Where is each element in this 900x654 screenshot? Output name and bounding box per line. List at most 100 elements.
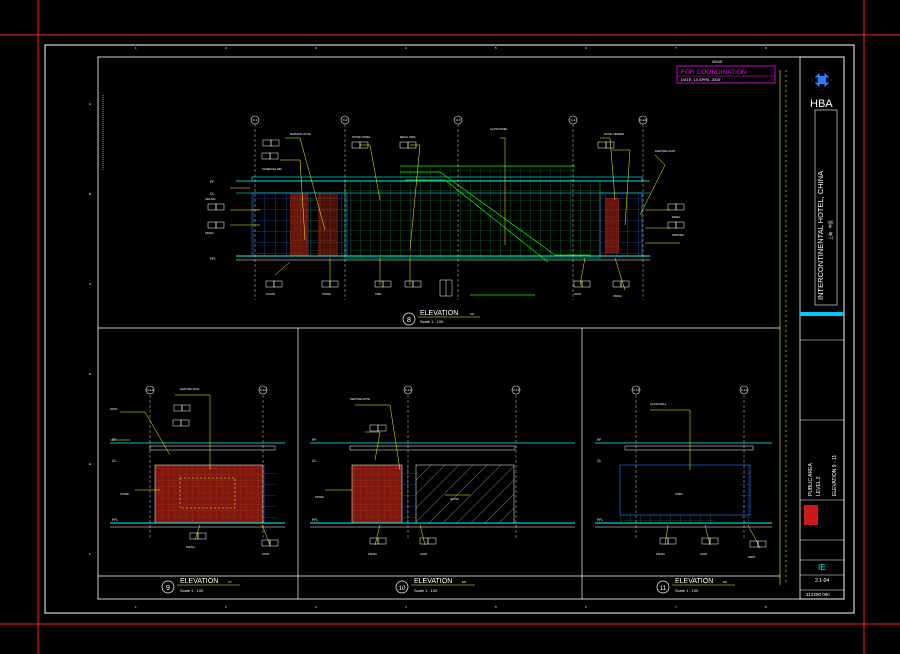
- svg-text:FF: FF: [112, 438, 116, 442]
- svg-text:3: 3: [315, 605, 317, 609]
- svg-text:V7: V7: [228, 580, 232, 584]
- svg-text:JOINT: JOINT: [574, 292, 582, 296]
- svg-text:Scale 1 : 100: Scale 1 : 100: [180, 588, 204, 593]
- elevation-8: MATERIAL NOTE SCHEDULE REF STONE FINISH …: [205, 115, 685, 326]
- grid-markers-main: [250, 115, 648, 125]
- svg-text:E9: E9: [723, 580, 727, 584]
- hba-diamond-logo-icon: [812, 70, 832, 90]
- svg-text:ELEVATION: ELEVATION: [420, 310, 458, 317]
- svg-text:NOTE: NOTE: [110, 407, 117, 411]
- outer-frame: [44, 44, 855, 614]
- grid-label: C-12: [147, 388, 154, 392]
- grid-label: C-4A: [640, 118, 647, 122]
- svg-text:FINISH: FINISH: [186, 545, 195, 549]
- svg-text:GLASS: GLASS: [450, 497, 459, 501]
- svg-text:GLASS PANEL: GLASS PANEL: [490, 127, 508, 131]
- svg-text:FF: FF: [210, 180, 214, 184]
- logo-text: HBA: [810, 98, 833, 110]
- svg-text:1: 1: [135, 605, 137, 609]
- svg-text:FEATURE WALL: FEATURE WALL: [180, 387, 200, 391]
- sheet-ref: 2.1-04: [815, 578, 829, 584]
- svg-text:CEILING: CEILING: [205, 197, 215, 201]
- svg-text:CL: CL: [312, 459, 317, 463]
- svg-text:METAL TRIM: METAL TRIM: [400, 135, 415, 139]
- svg-text:CL: CL: [210, 192, 215, 196]
- level-label: LEVEL 2: [816, 476, 822, 496]
- job-number: 312290 000: [806, 592, 830, 597]
- svg-text:FINISH: FINISH: [613, 294, 622, 298]
- svg-text:ELEVATION: ELEVATION: [414, 578, 452, 585]
- svg-text:10: 10: [399, 586, 406, 592]
- svg-text:MATERIAL NOTE: MATERIAL NOTE: [290, 132, 311, 136]
- grid-label: C-4: [571, 118, 576, 122]
- svg-text:ISSUE: ISSUE: [712, 60, 723, 64]
- svg-text:Scale 1 : 100: Scale 1 : 100: [414, 588, 438, 593]
- grid-label: C-11: [260, 388, 267, 392]
- svg-text:FFL: FFL: [112, 518, 118, 522]
- svg-text:1: 1: [135, 46, 137, 50]
- svg-text:ELEVATION: ELEVATION: [675, 578, 713, 585]
- svg-text:5: 5: [495, 605, 497, 609]
- general-notes-strip: [779, 70, 787, 585]
- svg-text:A: A: [89, 102, 91, 106]
- svg-text:E: E: [89, 462, 91, 466]
- svg-text:JOINT: JOINT: [700, 552, 708, 556]
- svg-text:STONE FINISH: STONE FINISH: [352, 135, 370, 139]
- svg-text:FEATURE LIGHT: FEATURE LIGHT: [655, 149, 676, 153]
- drawing-title-label: ELEVATION 9 - 11: [832, 455, 838, 496]
- title-block: HBA INTERCONTINENTAL HOTEL, CHINA 上海 · 中…: [799, 56, 845, 600]
- svg-text:6: 6: [585, 605, 587, 609]
- svg-text:6: 6: [585, 46, 587, 50]
- svg-text:FFL: FFL: [210, 257, 216, 261]
- stamp-title: FOR COORDINATION: [681, 69, 747, 76]
- grid-label: C-3: [456, 118, 461, 122]
- svg-text:PANEL: PANEL: [672, 215, 681, 219]
- svg-text:OPEN: OPEN: [675, 492, 682, 496]
- svg-text:E8: E8: [462, 580, 466, 584]
- grid-label: C-12: [633, 388, 640, 392]
- svg-text:Scale 1 : 100: Scale 1 : 100: [420, 319, 444, 324]
- svg-text:A8: A8: [470, 312, 474, 316]
- svg-text:7: 7: [675, 46, 677, 50]
- svg-text:STONE: STONE: [315, 495, 324, 499]
- elevation-9: C-12 C-11 FEATURE WALL NOTE STONE FINISH JO…: [110, 385, 285, 594]
- svg-text:FF: FF: [312, 438, 316, 442]
- svg-text:8: 8: [765, 605, 767, 609]
- svg-text:JOINT: JOINT: [262, 552, 270, 556]
- svg-text:FINISH: FINISH: [205, 231, 214, 235]
- svg-text:Scale 1 : 100: Scale 1 : 100: [675, 588, 699, 593]
- svg-text:WOOD VENEER: WOOD VENEER: [604, 132, 624, 136]
- svg-text:8: 8: [407, 317, 411, 324]
- view-title-10: 10 ELEVATION E8 Scale 1 : 100: [395, 578, 475, 594]
- svg-text:FINISH: FINISH: [656, 552, 665, 556]
- grid-label: C-11: [405, 388, 412, 392]
- svg-text:B: B: [89, 192, 91, 196]
- svg-text:C: C: [89, 282, 92, 286]
- svg-text:FFL: FFL: [312, 518, 318, 522]
- svg-text:8: 8: [765, 46, 767, 50]
- stamp-date: DATE: 10 APRIL 2015: [681, 77, 721, 82]
- issue-stamp: ISSUE FOR COORDINATION DATE: 10 APRIL 20…: [676, 60, 776, 84]
- panel-separators: [98, 327, 780, 599]
- grid-label: C-1: [253, 118, 258, 122]
- svg-text:7: 7: [675, 605, 677, 609]
- svg-text:SKIRT: SKIRT: [748, 555, 756, 559]
- svg-text:FEATURE NOTE: FEATURE NOTE: [350, 397, 370, 401]
- svg-text:3: 3: [315, 46, 317, 50]
- svg-text:D: D: [89, 372, 92, 376]
- svg-text:9: 9: [166, 585, 170, 592]
- floor-level-markers-main: FF CL FFL: [210, 180, 216, 261]
- svg-text:FFL: FFL: [597, 518, 603, 522]
- svg-text:4: 4: [405, 46, 407, 50]
- svg-text:4: 4: [405, 605, 407, 609]
- svg-text:FF: FF: [597, 438, 601, 442]
- svg-text:2: 2: [225, 46, 227, 50]
- svg-text:2: 2: [225, 605, 227, 609]
- svg-text:FLOOR: FLOOR: [266, 292, 275, 296]
- grid-label: C-12: [513, 388, 520, 392]
- svg-text:STONE: STONE: [120, 492, 129, 496]
- svg-text:TRIM: TRIM: [375, 292, 381, 296]
